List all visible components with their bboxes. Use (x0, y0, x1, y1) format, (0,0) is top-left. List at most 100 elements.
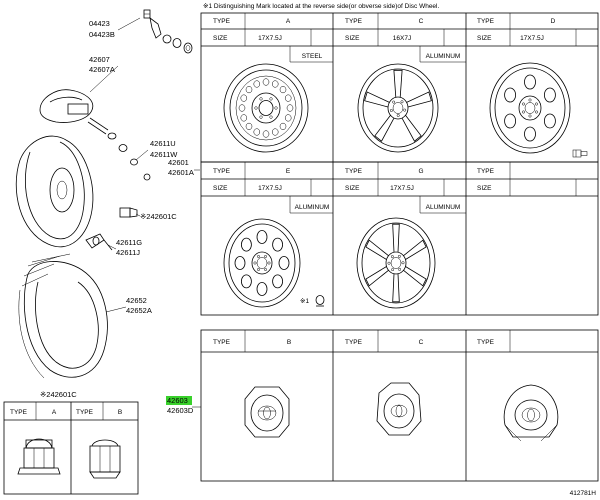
wheel-mark-icon (315, 295, 325, 307)
lug-hole (397, 254, 401, 258)
vent-hole (279, 86, 287, 94)
lug-hole (389, 109, 393, 112)
wheel-window (272, 237, 284, 252)
valve-cap-set-drawing (143, 9, 193, 54)
tire-wheel-assembly-drawing (15, 135, 94, 248)
vent-hole (284, 94, 292, 102)
lug-hole (400, 100, 404, 104)
wheel-spoke (374, 115, 395, 142)
cap-type-b: B (287, 339, 291, 346)
lug-hole (257, 255, 260, 258)
wheel-material-steel: STEEL (302, 53, 323, 60)
lug-hole (254, 106, 258, 110)
part-04423: 04423 (89, 19, 110, 28)
wheel-spoke (401, 115, 422, 142)
type-label: TYPE (477, 18, 495, 25)
aluminum-wheel-c-drawing (357, 63, 439, 153)
wheel-spoke (364, 91, 390, 108)
vent-hole (262, 130, 270, 138)
wheel-window (543, 113, 556, 129)
lug-hole (253, 261, 257, 265)
lug-hole (403, 108, 407, 112)
nut-type-table (3, 401, 139, 495)
center-cap-d-drawing (503, 384, 559, 442)
center-cap-c-drawing (376, 382, 422, 436)
vent-hole (271, 128, 279, 136)
size-label: SIZE (345, 35, 360, 42)
part-42603d: 42603D (167, 406, 194, 415)
lug-hole (401, 261, 405, 265)
type-label: TYPE (477, 339, 495, 346)
valve-drawing (85, 233, 113, 251)
part-42607: 42607 (89, 55, 110, 64)
vent-hole (271, 80, 279, 88)
wheel-window (504, 113, 517, 129)
type-label: TYPE (345, 168, 363, 175)
type-label: TYPE (213, 168, 231, 175)
wheel-window (524, 126, 536, 142)
lug-hole (264, 255, 267, 258)
vent-hole (240, 114, 248, 122)
mark-bolt-icon (572, 149, 588, 158)
cap-type-c: C (419, 339, 424, 346)
vent-hole (253, 128, 261, 136)
size-label: SIZE (345, 185, 360, 192)
wheel-size-a: 17X7.5J (258, 35, 282, 42)
wheel-window (240, 274, 252, 289)
vent-hole (245, 122, 253, 130)
wheel-material-aluminum: ALUMINUM (426, 204, 461, 211)
vent-hole (253, 80, 261, 88)
size-label: SIZE (213, 35, 228, 42)
lug-hole (274, 106, 278, 110)
lug-nut-type-a-drawing (17, 438, 61, 475)
steel-wheel-a-drawing (223, 63, 309, 153)
lug-hole (535, 102, 538, 106)
vent-hole (279, 122, 287, 130)
type-label: TYPE (213, 339, 231, 346)
vent-hole (245, 86, 253, 94)
wheel-type-a: A (286, 18, 291, 25)
wheel-type-c: C (419, 18, 424, 25)
part-42611j: 42611J (116, 248, 140, 257)
wheel-type-d: D (551, 18, 556, 25)
lug-hole (390, 255, 394, 259)
wheel-size-c: 16X7J (393, 35, 411, 42)
wheel-spoke (365, 266, 389, 287)
vent-hole (262, 78, 270, 86)
part-42611g: 42611G (116, 238, 142, 247)
wheel-size-g: 17X7.5J (390, 185, 414, 192)
vent-hole (240, 94, 248, 102)
wheel-size-e: 17X7.5J (258, 185, 282, 192)
part-42611u: 42611U (150, 139, 176, 148)
lug-nut-type-b-drawing (89, 439, 121, 479)
highlight-42603 (166, 396, 192, 405)
lug-hole (396, 114, 400, 117)
lug-hole (269, 115, 273, 119)
part-04423b: 04423B (89, 30, 115, 39)
size-label: SIZE (477, 185, 492, 192)
vent-hole (284, 114, 292, 122)
aluminum-wheel-g-drawing (356, 217, 436, 309)
lug-hole (392, 100, 396, 104)
wheel-spoke (392, 273, 400, 303)
distinguishing-mark-note: ※1 Distinguishing Mark located at the re… (203, 3, 439, 10)
type-label: TYPE (213, 18, 231, 25)
part-42611w: 42611W (150, 150, 178, 159)
wheel-spoke (403, 239, 427, 260)
wheel-window (240, 237, 252, 252)
lug-hole (387, 261, 391, 265)
wheel-material-aluminum: ALUMINUM (426, 53, 461, 60)
wheel-window (272, 274, 284, 289)
leader-lines (89, 17, 201, 408)
part-42601: 42601 (168, 158, 189, 167)
part-42603[interactable]: 42603 (167, 396, 188, 405)
lug-hole (398, 267, 402, 271)
type-label: TYPE (345, 18, 363, 25)
lug-hole (259, 97, 263, 101)
wheel-window (278, 256, 290, 270)
type-label: TYPE (10, 409, 28, 416)
mark-1-label: ※1 (300, 298, 309, 305)
wheel-type-e: E (286, 168, 291, 175)
lug-hole (522, 110, 525, 114)
